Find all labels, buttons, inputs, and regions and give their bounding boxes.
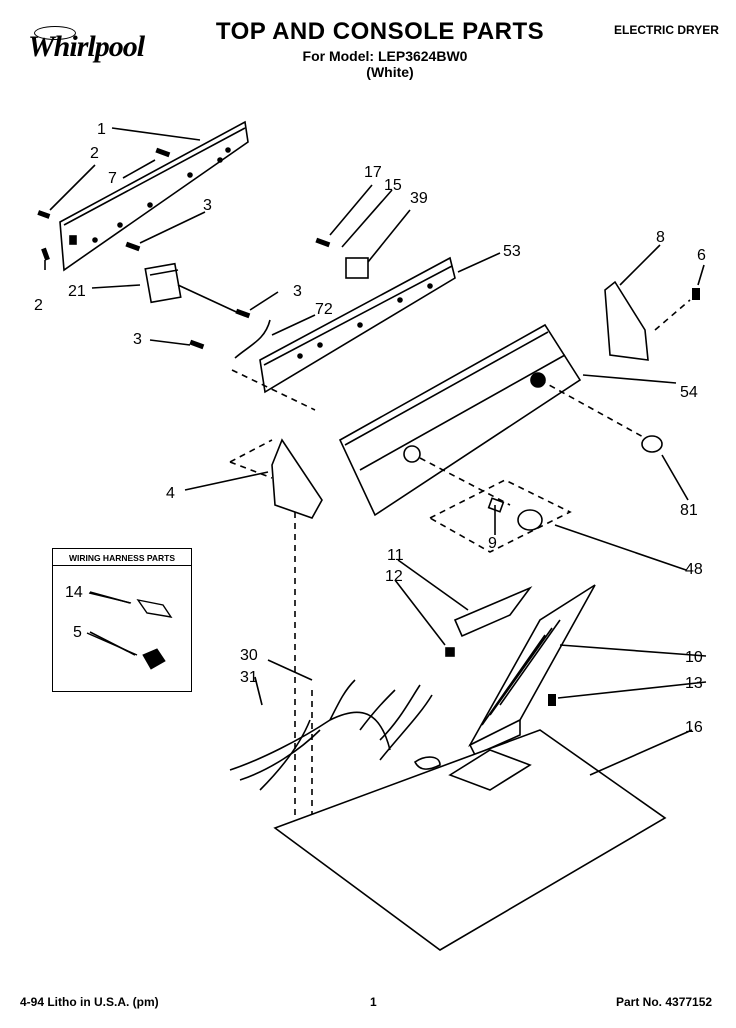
callout-17: 17 — [364, 164, 382, 181]
part-clip — [345, 257, 369, 279]
brand-logo-oval — [34, 26, 76, 40]
callout-31: 31 — [240, 669, 258, 686]
callout-3b: 3 — [293, 283, 302, 300]
screws — [37, 147, 700, 706]
part-timer-switch — [144, 262, 246, 317]
part-knob-large — [517, 509, 543, 531]
part-cover-plate — [453, 586, 533, 638]
color-variant: (White) — [366, 64, 414, 80]
wiring-harness-inset: WIRING HARNESS PARTS 14 5 — [52, 548, 192, 692]
part-end-cap-right — [604, 280, 649, 361]
footer-litho: 4-94 Litho in U.S.A. (pm) — [20, 995, 159, 1009]
inset-callout-5: 5 — [73, 624, 82, 641]
inset-title: WIRING HARNESS PARTS — [53, 551, 191, 566]
callout-81: 81 — [680, 502, 698, 519]
part-top-opening — [448, 749, 532, 791]
callout-7: 7 — [108, 170, 117, 187]
part-fastener — [445, 647, 455, 657]
callout-labels: 1 2 7 3 2 21 3 72 3 17 15 39 53 8 6 54 8… — [34, 121, 706, 736]
callout-54: 54 — [680, 384, 698, 401]
callout-11: 11 — [387, 547, 404, 564]
callout-6: 6 — [697, 247, 706, 264]
part-front-bracket — [259, 256, 456, 394]
callout-9: 9 — [488, 535, 497, 552]
callout-48: 48 — [685, 561, 703, 578]
part-end-cap-left — [271, 438, 323, 519]
callout-15: 15 — [384, 177, 402, 194]
callout-39: 39 — [410, 190, 428, 207]
callout-10: 10 — [685, 649, 703, 666]
appliance-type: ELECTRIC DRYER — [614, 23, 719, 37]
part-main-top — [273, 729, 667, 951]
part-console — [338, 323, 582, 517]
callout-2b: 2 — [34, 297, 43, 314]
footer-page: 1 — [370, 995, 377, 1009]
part-connector-14 — [136, 598, 173, 618]
callout-30: 30 — [240, 647, 258, 664]
part-harness-wire — [234, 319, 271, 359]
callout-12: 12 — [385, 568, 403, 585]
part-panel-wiring — [481, 619, 561, 726]
part-connector-5 — [142, 648, 166, 670]
brand-logo: Whirlpool — [28, 30, 145, 63]
callout-21: 21 — [68, 283, 86, 300]
callout-8: 8 — [656, 229, 665, 246]
part-knob-small — [641, 435, 663, 453]
inset-parts: 14 5 — [65, 584, 173, 670]
callout-3c: 3 — [133, 331, 142, 348]
callout-2: 2 — [90, 145, 99, 162]
part-rear-bracket — [59, 120, 249, 272]
model-subtitle: For Model: LEP3624BW0 — [302, 48, 468, 64]
diagram-linework — [37, 120, 707, 951]
inset-callout-14: 14 — [65, 584, 83, 601]
page-title: TOP AND CONSOLE PARTS — [215, 18, 545, 45]
callout-4: 4 — [166, 485, 175, 502]
callout-16: 16 — [685, 719, 703, 736]
callout-13: 13 — [685, 675, 703, 692]
footer-part-number: Part No. 4377152 — [616, 995, 713, 1009]
callout-53: 53 — [503, 243, 521, 260]
callout-3: 3 — [203, 197, 212, 214]
callout-1: 1 — [97, 121, 106, 138]
part-main-harness — [229, 679, 433, 791]
callout-72: 72 — [315, 301, 333, 318]
